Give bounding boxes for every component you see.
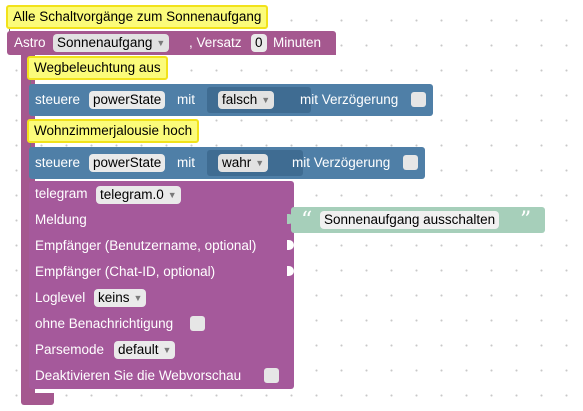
telegram-parsemode-value: default (118, 342, 159, 357)
astro-unit-label: Minuten (273, 35, 322, 50)
comment-blinds-text: Wohnzimmerjalousie hoch (34, 123, 193, 138)
chevron-down-icon: ▼ (261, 95, 271, 105)
astro-bottom-bar (21, 393, 54, 405)
control1-value: falsch (222, 92, 258, 107)
control1-object-dropdown[interactable]: powerState (89, 91, 166, 109)
telegram-recipient-user-socket[interactable] (287, 240, 294, 250)
telegram-message-socket (287, 214, 294, 224)
control1-value-dropdown[interactable]: falsch▼ (218, 91, 275, 109)
telegram-label: telegram (35, 186, 88, 201)
control-block-1[interactable]: steuere powerState mit falsch▼ mit Verzö… (29, 84, 433, 116)
control2-value-socket: wahr▼ (207, 150, 303, 176)
comment-blinds-connector (30, 143, 32, 149)
comment-walkway[interactable]: Wegbeleuchtung aus (27, 56, 168, 80)
comment-walkway-text: Wegbeleuchtung aus (34, 60, 161, 75)
comment-blinds[interactable]: Wohnzimmerjalousie hoch (27, 119, 200, 143)
telegram-disable-preview-label: Deaktivieren Sie die Webvorschau (35, 368, 242, 383)
control-block-2[interactable]: steuere powerState mit wahr▼ mit Verzöge… (29, 147, 425, 179)
chevron-down-icon: ▼ (162, 345, 172, 355)
chevron-down-icon: ▼ (156, 38, 166, 48)
comment-walkway-connector (30, 80, 32, 86)
telegram-instance-dropdown[interactable]: telegram.0▼ (96, 186, 181, 204)
telegram-recipient-chat-socket[interactable] (287, 266, 294, 276)
telegram-recipient-user-label: Empfänger (Benutzername, optional) (35, 238, 257, 253)
comment-top-text: Alle Schaltvorgänge zum Sonnenaufgang (13, 9, 262, 24)
astro-offset-value: 0 (255, 35, 263, 50)
telegram-block[interactable]: telegram telegram.0▼ Meldung Empfänger (… (29, 181, 294, 389)
control1-value-socket: falsch▼ (207, 87, 311, 113)
chevron-down-icon: ▼ (167, 190, 177, 200)
control2-with-label: mit (177, 155, 195, 170)
control2-object-value: powerState (93, 155, 162, 170)
telegram-no-notification-label: ohne Benachrichtigung (35, 316, 174, 331)
telegram-parsemode-label: Parsemode (35, 342, 105, 357)
astro-event-value: Sonnenaufgang (57, 35, 153, 50)
control2-object-dropdown[interactable]: powerState (89, 154, 166, 172)
quote-close-icon: ” (520, 208, 532, 233)
astro-event-dropdown[interactable]: Sonnenaufgang▼ (53, 34, 170, 52)
control1-object-value: powerState (93, 92, 162, 107)
control2-label: steuere (35, 155, 81, 170)
quote-open-icon: “ (301, 208, 313, 233)
control2-value: wahr (222, 155, 252, 170)
message-text-block[interactable]: “ Sonnenaufgang ausschalten ” (291, 207, 545, 233)
chevron-down-icon: ▼ (133, 293, 143, 303)
control2-delay-checkbox[interactable] (403, 155, 418, 170)
comment-top[interactable]: Alle Schaltvorgänge zum Sonnenaufgang (6, 5, 269, 29)
telegram-instance-value: telegram.0 (100, 187, 164, 202)
message-text-value: Sonnenaufgang ausschalten (324, 212, 496, 227)
chevron-down-icon: ▼ (255, 158, 265, 168)
telegram-message-label: Meldung (35, 212, 87, 227)
astro-label: Astro (14, 35, 46, 50)
telegram-no-notification-checkbox[interactable] (190, 316, 205, 331)
telegram-loglevel-dropdown[interactable]: keins▼ (94, 289, 147, 307)
astro-offset-label: , Versatz (189, 35, 242, 50)
control1-delay-checkbox[interactable] (411, 92, 426, 107)
control2-delay-label: mit Verzögerung (292, 155, 391, 170)
telegram-parsemode-dropdown[interactable]: default▼ (114, 341, 176, 359)
control1-label: steuere (35, 92, 81, 107)
message-text-input[interactable]: Sonnenaufgang ausschalten (320, 211, 500, 229)
telegram-recipient-chat-label: Empfänger (Chat-ID, optional) (35, 264, 216, 279)
telegram-loglevel-value: keins (98, 290, 130, 305)
telegram-loglevel-label: Loglevel (35, 290, 86, 305)
telegram-disable-preview-checkbox[interactable] (264, 368, 279, 383)
astro-trigger-block[interactable]: Astro Sonnenaufgang▼ , Versatz 0 Minuten (7, 31, 336, 55)
control2-value-dropdown[interactable]: wahr▼ (218, 154, 269, 172)
astro-offset-input[interactable]: 0 (251, 34, 267, 52)
control1-with-label: mit (177, 92, 195, 107)
control1-delay-label: mit Verzögerung (300, 92, 399, 107)
